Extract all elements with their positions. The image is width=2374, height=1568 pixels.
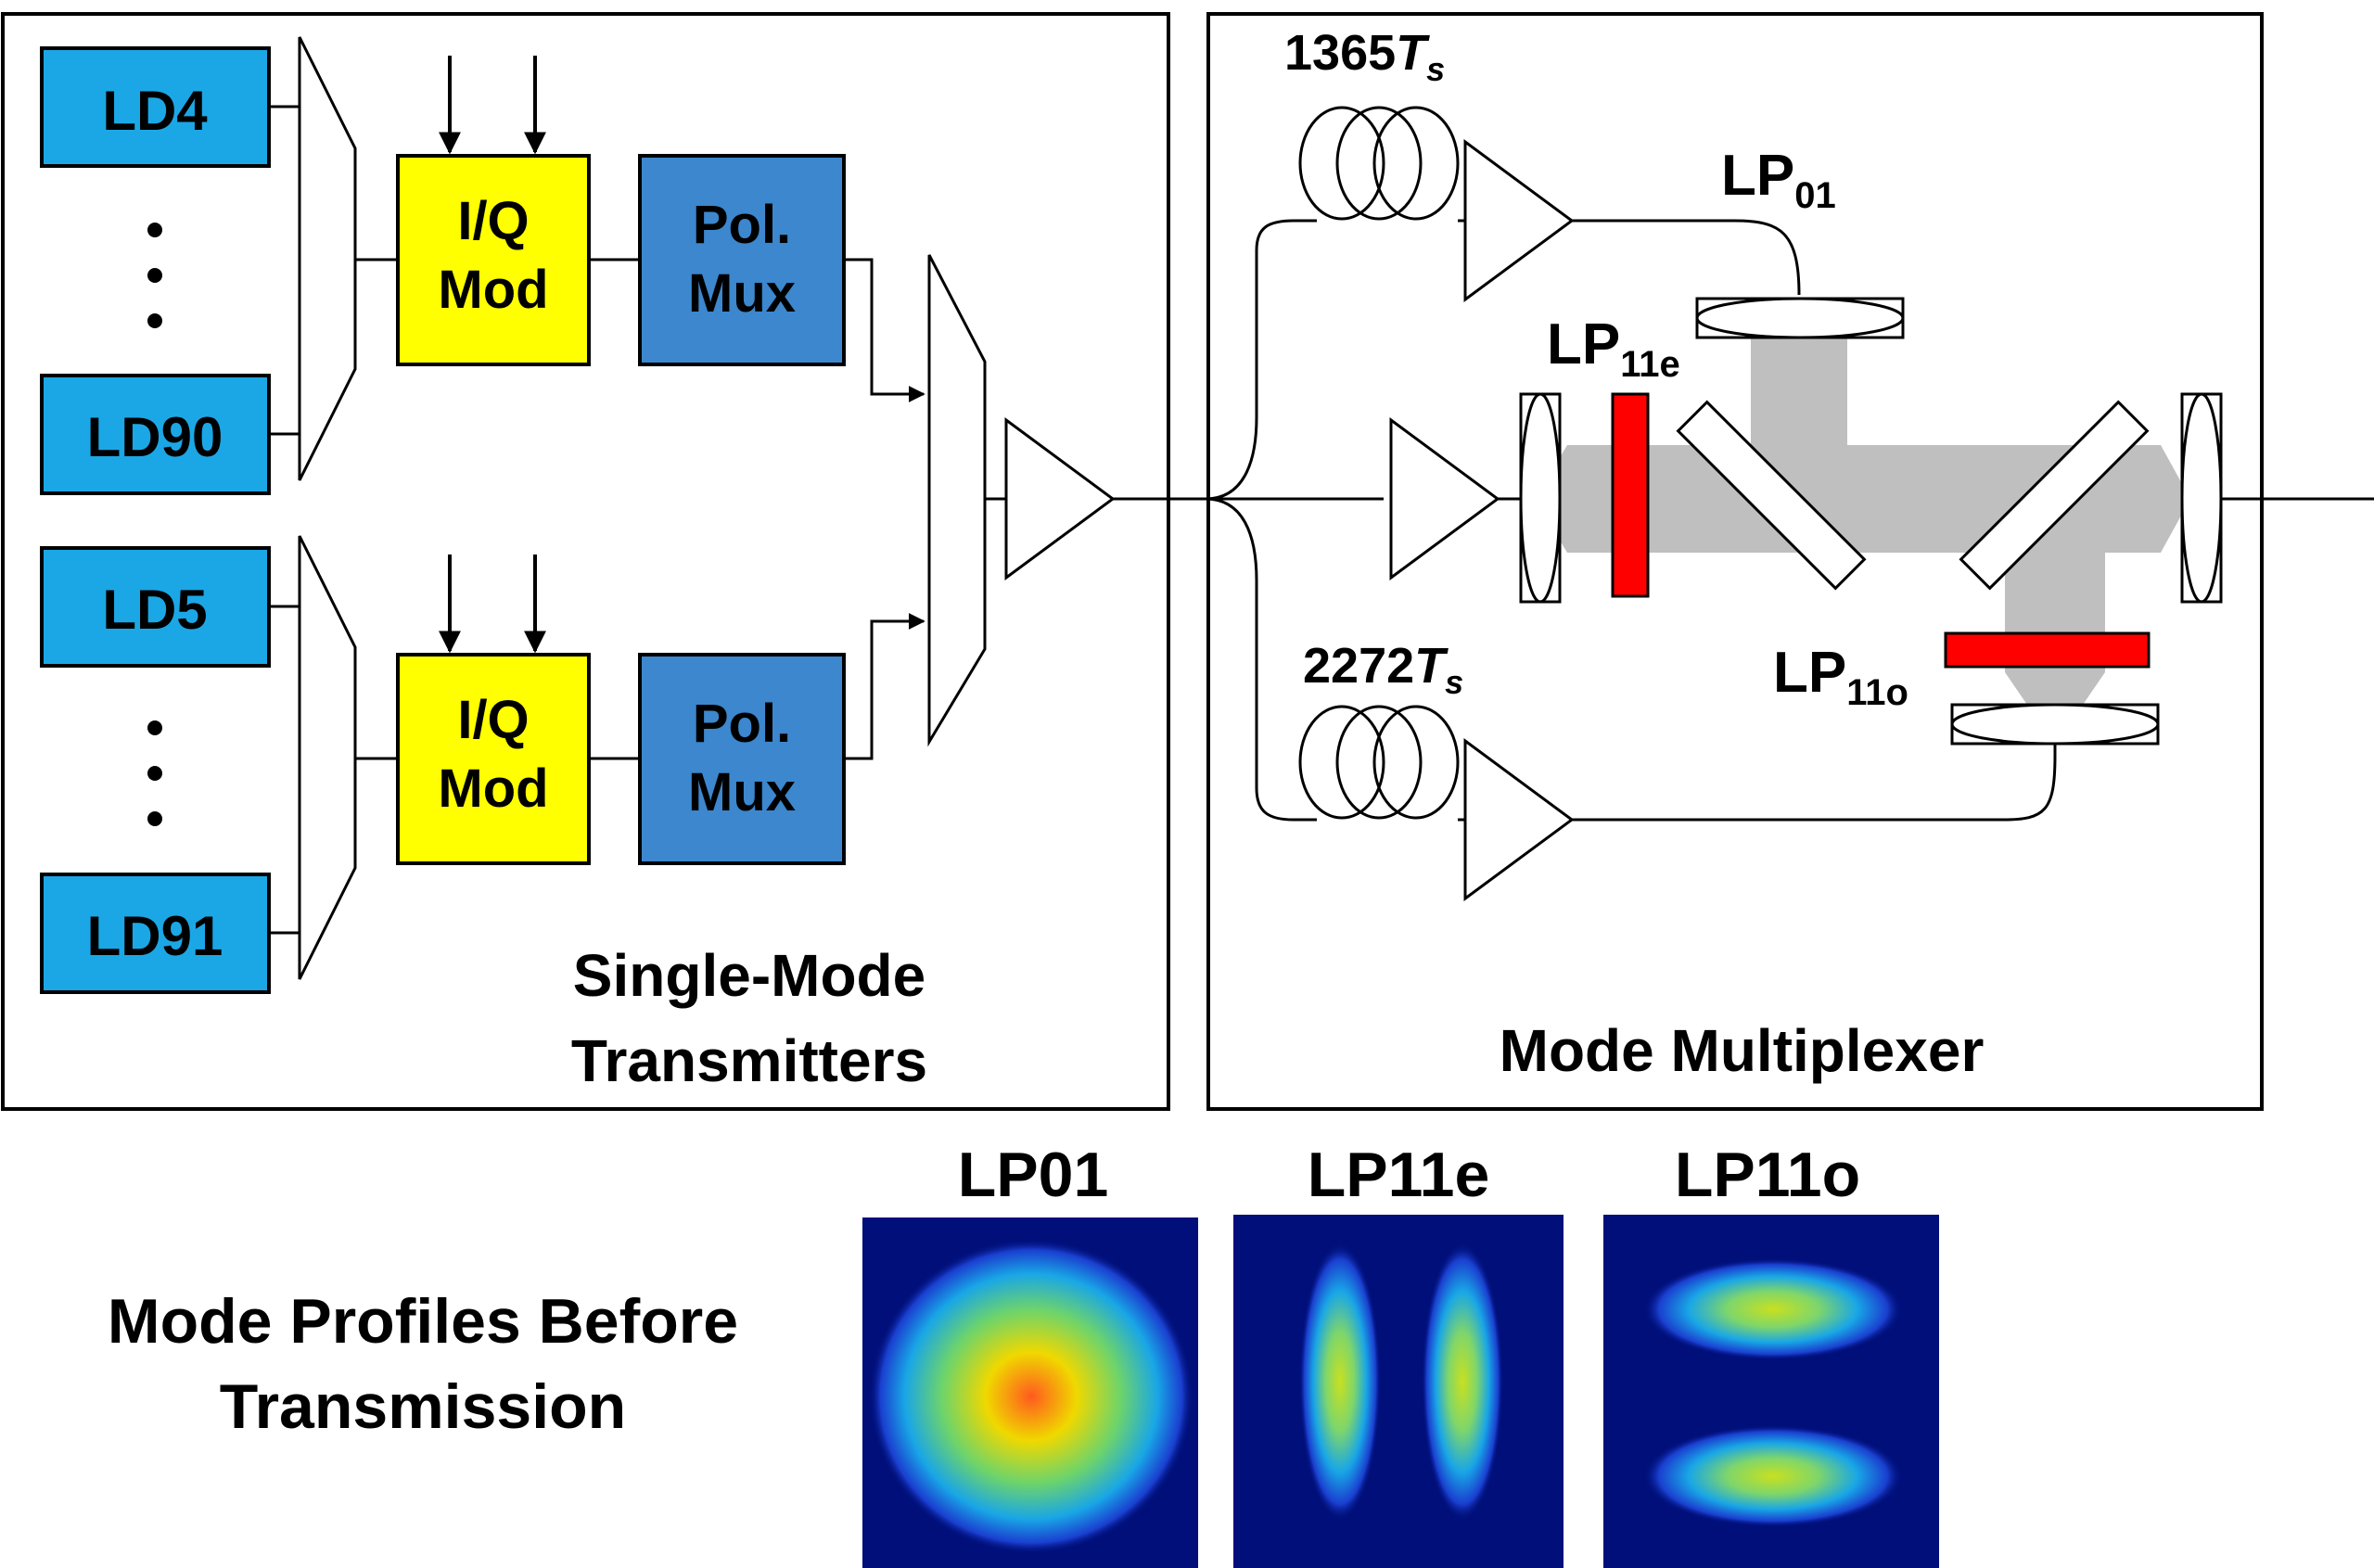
mode-profiles-caption-line2: Transmission <box>220 1371 626 1442</box>
amplifier-lp01 <box>1463 139 1575 302</box>
lens-lp11e <box>1519 392 1562 604</box>
iq-modulator-bottom: I/Q Mod <box>396 653 591 865</box>
mode-multiplexer-panel-border <box>1206 12 2264 1111</box>
delay-coil-bottom <box>1298 705 1460 820</box>
laser-ellipsis-bottom <box>147 720 162 826</box>
pol-mux-top-line2: Mux <box>688 263 796 324</box>
profile-image-lp11e <box>1233 1215 1564 1568</box>
pol-mux-top-line1: Pol. <box>693 195 791 255</box>
transmitter-connections <box>355 258 925 760</box>
profile-label-lp01: LP01 <box>958 1140 1109 1210</box>
lens-output <box>2180 392 2223 604</box>
profile-label-lp11e: LP11e <box>1308 1140 1490 1210</box>
mode-label-lp01: LP01 <box>1721 144 1836 216</box>
laser-ellipsis-top <box>147 223 162 328</box>
laser-ld90: LD90 <box>40 374 271 495</box>
profile-label-lp11o: LP11o <box>1675 1140 1860 1210</box>
laser-connections <box>269 105 300 935</box>
lens-lp11o <box>1950 703 2160 746</box>
amplifier-lp11e <box>1389 417 1500 580</box>
mode-profiles: Mode Profiles Before Transmission LP01 L… <box>108 1140 1939 1568</box>
iq-modulator-bottom-line2: Mod <box>438 759 548 819</box>
pol-mux-bottom-line1: Pol. <box>693 694 791 754</box>
wdm-multiplexer-top <box>298 36 357 481</box>
mode-multiplexer-title: Mode Multiplexer <box>1500 1017 1985 1084</box>
profile-image-lp11o <box>1603 1215 1939 1568</box>
fiber-splitter <box>1205 219 1384 822</box>
iq-modulator-top-line2: Mod <box>438 260 548 320</box>
transmitter-title-line2: Transmitters <box>571 1027 927 1094</box>
laser-ld91: LD91 <box>40 873 271 994</box>
iq-modulator-top-line1: I/Q <box>457 191 529 251</box>
pol-mux-top: Pol. Mux <box>638 154 846 366</box>
amplifier-lp11o <box>1463 738 1575 901</box>
mode-multiplexer-panel: 1365Ts 2272Ts <box>1205 12 2374 1111</box>
transmitter-panel: LD4 LD90 LD5 LD91 <box>1 12 1170 1111</box>
beam-splitter-right <box>1959 400 2150 591</box>
laser-ld5-label: LD5 <box>102 579 207 641</box>
pol-mux-bottom: Pol. Mux <box>638 653 846 865</box>
iq-modulator-bottom-line1: I/Q <box>457 690 529 750</box>
delay-label-top: 1365Ts <box>1284 25 1445 88</box>
transmitter-title-line1: Single-Mode <box>573 942 925 1009</box>
lens-lp01 <box>1695 297 1905 339</box>
pol-mux-bottom-line2: Mux <box>688 762 796 822</box>
mode-label-lp11o: LP11o <box>1773 641 1908 713</box>
laser-ld4-label: LD4 <box>102 80 208 142</box>
delay-label-bottom: 2272Ts <box>1303 638 1463 701</box>
laser-ld4: LD4 <box>40 46 271 168</box>
mode-profiles-caption-line1: Mode Profiles Before <box>108 1286 738 1357</box>
wdm-multiplexer-bottom <box>298 535 357 980</box>
drive-signal-arrows <box>439 56 546 654</box>
beam-splitter-left <box>1676 400 1867 591</box>
mode-label-lp11e: LP11e <box>1547 312 1680 385</box>
booster-amplifier <box>1004 417 1116 580</box>
laser-ld90-label: LD90 <box>87 406 223 468</box>
laser-ld91-label: LD91 <box>87 905 223 967</box>
iq-modulator-top: I/Q Mod <box>396 154 591 366</box>
channel-combiner <box>927 254 987 747</box>
phase-plate-lp11e <box>1611 392 1650 598</box>
delay-coil-top <box>1298 106 1460 221</box>
laser-ld5: LD5 <box>40 546 271 668</box>
profile-image-lp01 <box>862 1217 1198 1568</box>
transmitter-panel-border <box>1 12 1170 1111</box>
phase-plate-lp11o <box>1944 631 2151 669</box>
amplifier-output-fibers <box>1498 219 2374 822</box>
